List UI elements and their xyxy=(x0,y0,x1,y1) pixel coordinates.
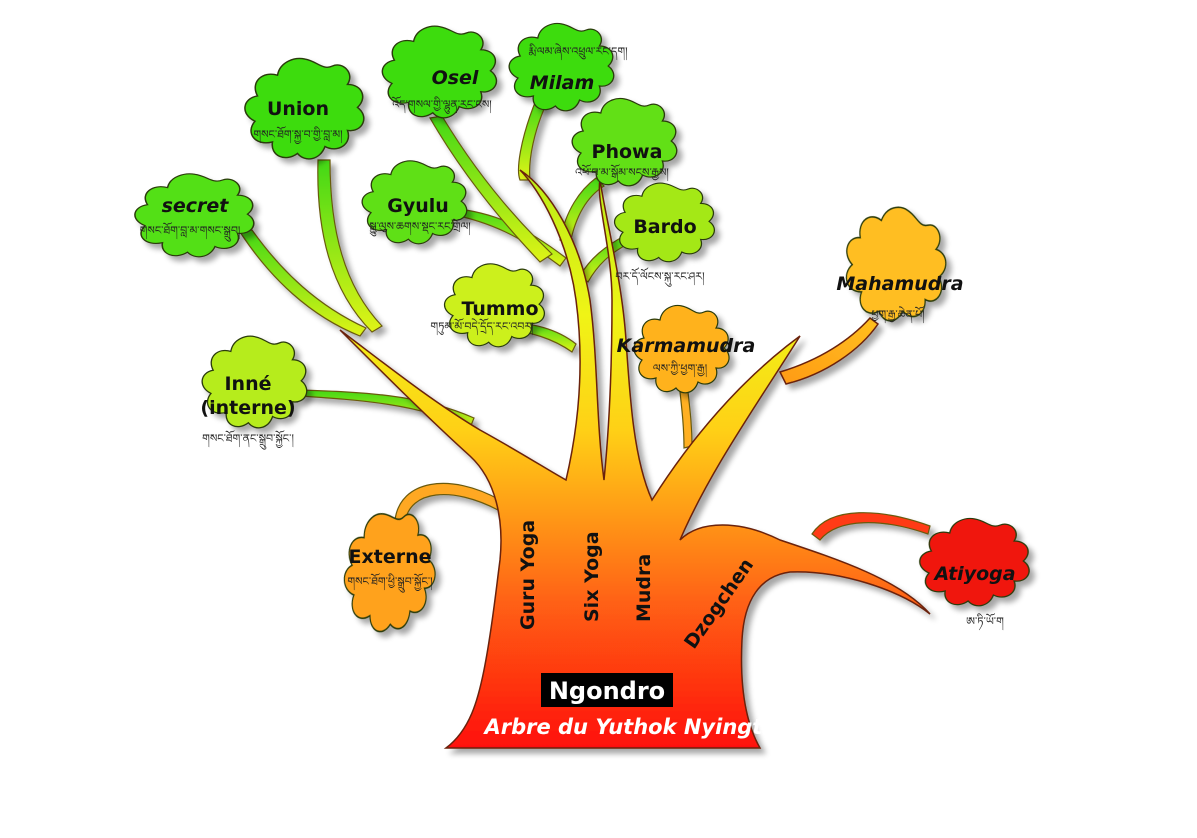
gyulu-tibetan: སྒྱུ་ལུས་ཆགས་སྡང་རང་གྲོལ། xyxy=(369,218,471,237)
osel-tibetan: འོད་གསལ་གྱི་ལྷུན་རང་ངས། xyxy=(392,96,493,114)
leaf-externe xyxy=(336,501,442,642)
mahamudra-label: Mahamudra xyxy=(836,273,963,295)
tummo-tibetan: གཏུམ་མོ་བདེ་དྲོད་རང་འབར། xyxy=(430,318,534,336)
page-title: Ngondro xyxy=(549,677,665,705)
trunk xyxy=(339,169,931,749)
atiyoga-tibetan: ཨ་ཏི་ཡོ་ག xyxy=(966,613,1004,631)
bardo-label: Bardo xyxy=(633,216,696,238)
externe-label: Externe xyxy=(349,546,432,568)
trunk-body xyxy=(339,169,931,749)
phowa-tibetan: འཕོ་བ་མ་སྒོམ་སངས་རྒྱས། xyxy=(575,164,669,182)
tummo-label: Tummo xyxy=(461,298,538,320)
title-block: Ngondro Arbre du Yuthok Nyingthig xyxy=(482,673,800,739)
atiyoga-label: Atiyoga xyxy=(932,563,1015,585)
karmamudra-tibetan: ལས་ཀྱི་ཕྱག་རྒྱ། xyxy=(653,360,708,378)
trunk-label-guru-yoga: Guru Yoga xyxy=(517,520,539,630)
branch-secret xyxy=(238,229,367,337)
branch-milam xyxy=(517,99,549,181)
branch-karmamudra xyxy=(679,391,693,449)
trunk-label-mudra: Mudra xyxy=(633,554,655,622)
osel-label: Osel xyxy=(432,67,479,89)
gyulu-label: Gyulu xyxy=(387,195,449,217)
secret-label: secret xyxy=(162,195,230,217)
branch-atiyoga xyxy=(811,512,931,541)
inne-label: Inné xyxy=(224,373,271,395)
branch-osel xyxy=(429,115,553,263)
karmamudra-label: Karmamudra xyxy=(617,335,756,357)
phowa-label: Phowa xyxy=(592,141,663,163)
page-subtitle: Arbre du Yuthok Nyingthig xyxy=(482,715,799,739)
milam-label: Milam xyxy=(530,72,595,94)
mahamudra-tibetan: ཕྱག་རྒྱ་ཆེན་པོ། xyxy=(871,306,925,324)
union-tibetan: གསང་ཐོག་སྐྱ་བ་གྱི་བླ་མ། xyxy=(253,126,343,145)
bardo-tibetan: བར་དོ་ལོངས་སྐུ་རང་ཤར། xyxy=(615,267,705,287)
branch-mahamudra xyxy=(778,316,880,385)
leaf-milam xyxy=(508,22,615,112)
milam-tibetan: རྨི་ལམ་ཞེས་འཕྲུལ་རང་དག། xyxy=(528,43,628,61)
inne-label-2: (interne) xyxy=(200,397,295,419)
branch-union xyxy=(317,159,383,333)
leaf-labels: Union གསང་ཐོག་སྐྱ་བ་གྱི་བླ་མ། secret གསང… xyxy=(140,43,1016,631)
union-label: Union xyxy=(267,98,329,120)
title-background xyxy=(541,673,673,707)
trunk-label-six-yoga: Six Yoga xyxy=(581,531,603,622)
inne-tibetan: གསང་ཐོག་ནང་སྒྲུབ་སྐྱོང་། xyxy=(202,430,294,450)
